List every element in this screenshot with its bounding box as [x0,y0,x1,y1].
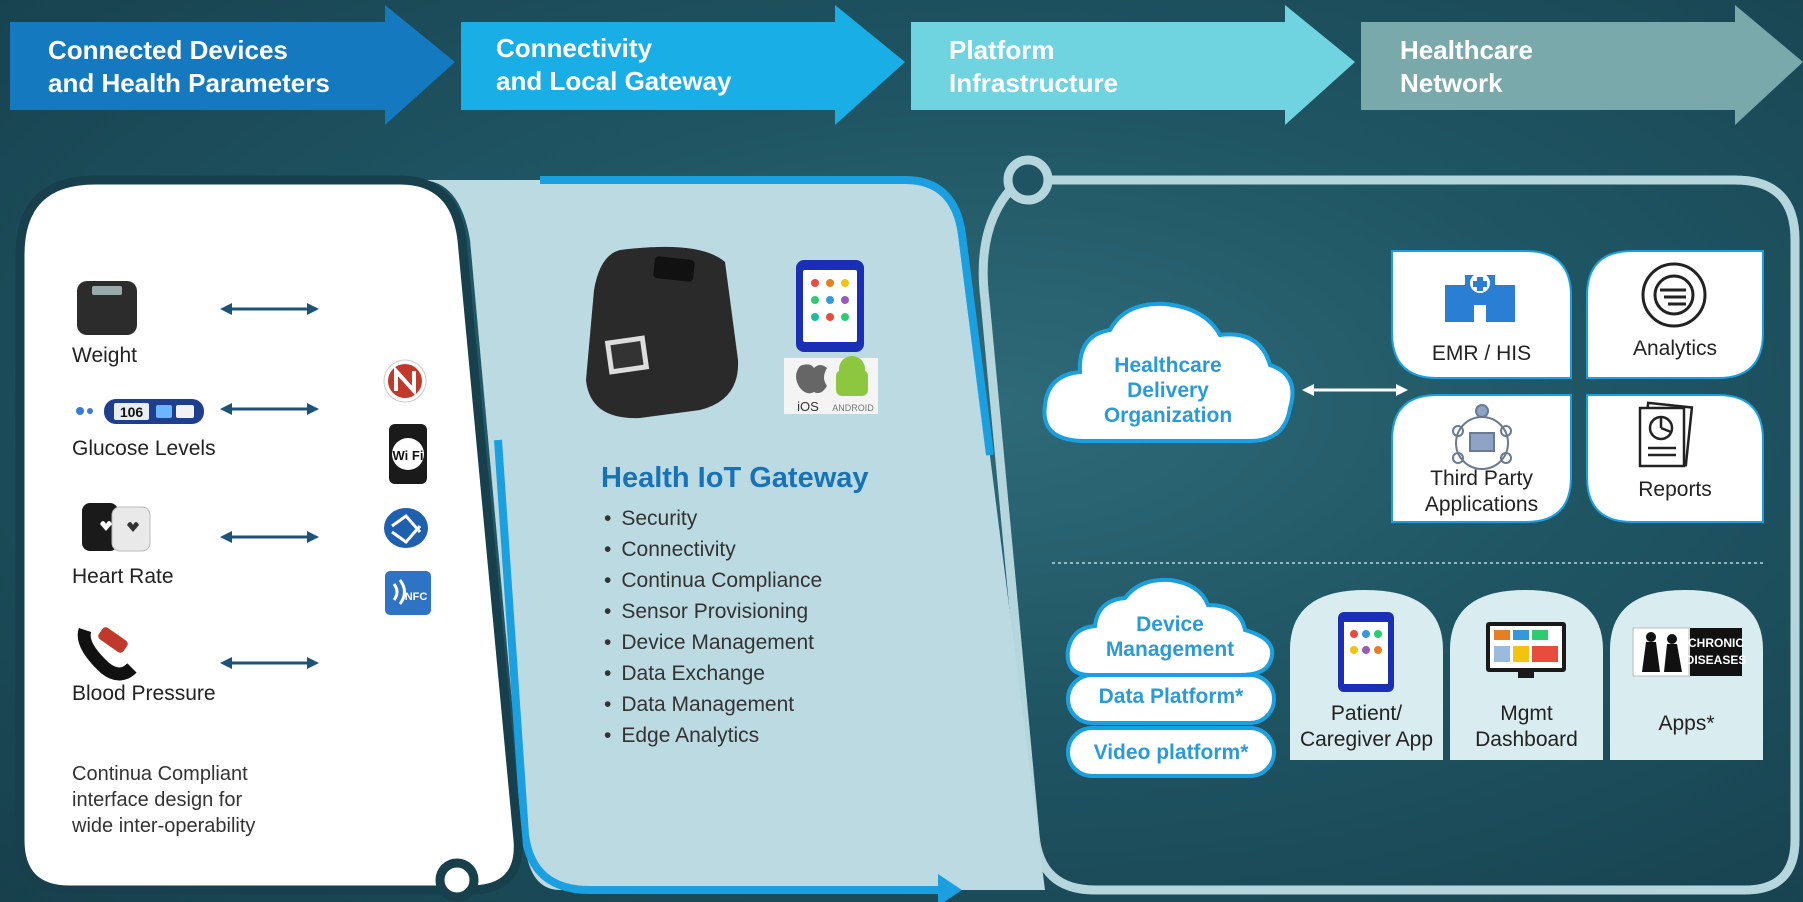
stage-1-label: Connected Devices and Health Parameters [48,35,330,98]
stage-4-arrow [1361,5,1803,125]
feature-item: Data Exchange [604,658,822,689]
gateway-feature-list: Security Connectivity Continua Complianc… [604,503,822,751]
device-mgmt-label: Device Management [1105,613,1235,661]
feature-item: Device Management [604,627,822,658]
continua-note: Continua Compliant interface design for … [72,763,256,837]
stage-3-arrow [911,5,1355,125]
mgmt-dashboard-label: Mgmt Dashboard [1475,702,1578,751]
data-platform-label: Data Platform* [1098,685,1244,708]
feature-item: Data Management [604,689,822,720]
stage-3-label: Platform Infrastructure [949,35,1119,98]
feature-item: Sensor Provisioning [604,596,822,627]
video-platform-label: Video platform* [1093,741,1249,764]
stage-1-arrow [10,5,455,125]
heart-rate-label: Heart Rate [72,565,174,588]
stage-2-arrow [461,5,905,125]
devices-panel [15,175,523,895]
weight-label: Weight [72,344,137,367]
platform-ring [1003,155,1053,205]
feature-item: Security [604,503,822,534]
platform-panel [978,175,1800,895]
gateway-accent-arrowhead [938,874,962,902]
feature-item: Continua Compliance [604,565,822,596]
gateway-accent-top [540,176,994,456]
stage-2-label: Connectivity and Local Gateway [496,33,732,96]
reports-label: Reports [1638,478,1712,501]
gateway-accent-bottom [494,439,940,894]
feature-item: Edge Analytics [604,720,822,751]
stage-4-label: Healthcare Network [1400,35,1533,98]
analytics-label: Analytics [1632,337,1718,360]
devices-ring [435,858,479,902]
third-party-label: Third Party Applications [1424,467,1539,516]
glucose-label: Glucose Levels [72,437,216,460]
header-arrows [10,5,1803,125]
emr-label: EMR / HIS [1431,342,1532,365]
hdo-cloud-label: Healthcare Delivery Organization [1103,354,1233,427]
feature-item: Connectivity [604,534,822,565]
blood-pressure-label: Blood Pressure [72,682,216,705]
gateway-title: Health IoT Gateway [601,462,869,494]
apps-label: Apps* [1658,712,1715,735]
patient-app-label: Patient/ Caregiver App [1299,702,1434,751]
